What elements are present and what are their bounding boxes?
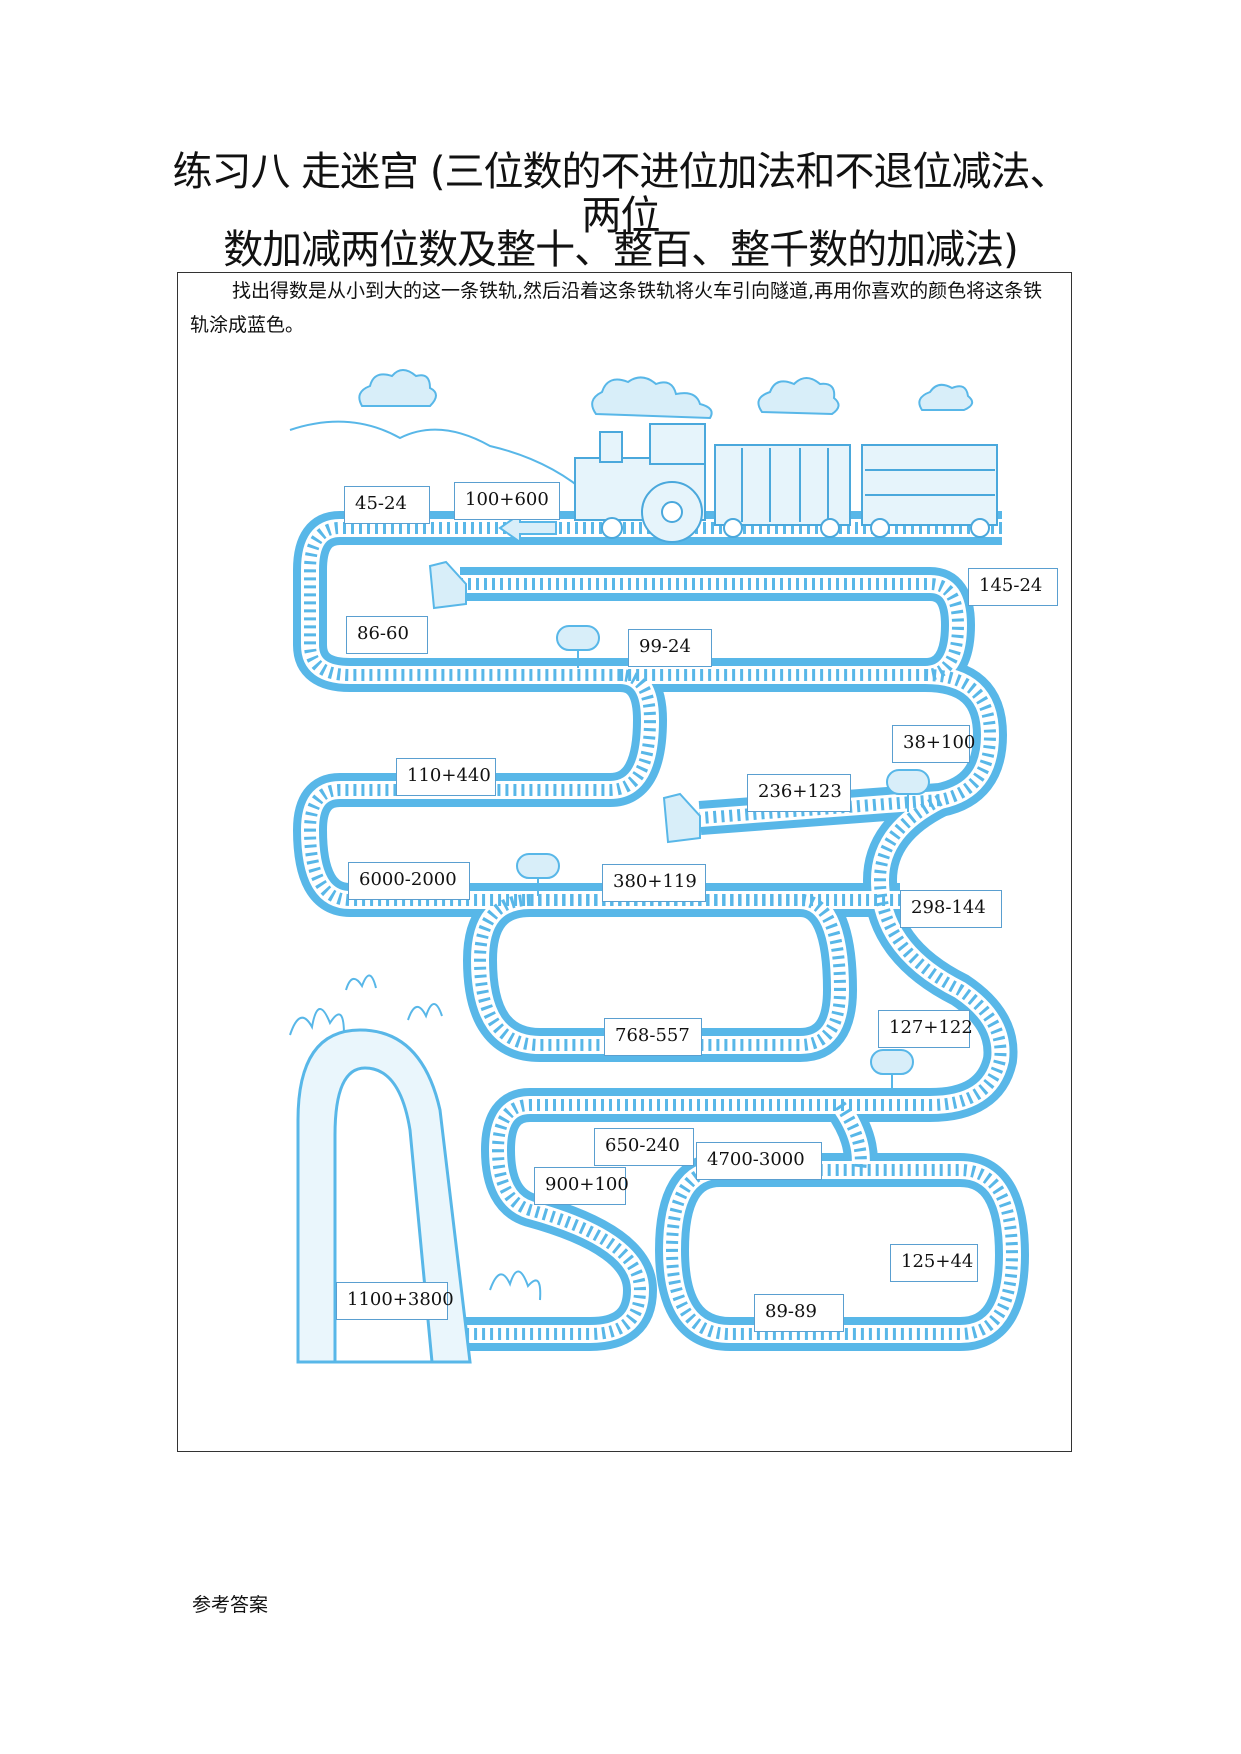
title-line-3: 数加减两位数及整十、整百、整千数的加减法) bbox=[223, 227, 1019, 273]
equation-label: 86-60 bbox=[346, 616, 428, 654]
instruction-text: 找出得数是从小到大的这一条铁轨,然后沿着这条铁轨将火车引向隧道,再用你喜欢的颜色… bbox=[190, 280, 1043, 336]
equation-label: 145-24 bbox=[968, 568, 1058, 606]
title-line-2: 两位 bbox=[581, 193, 661, 239]
answer-heading: 参考答案 bbox=[192, 1594, 269, 1616]
signal-icon bbox=[556, 625, 600, 668]
equation-label: 38+100 bbox=[892, 725, 975, 763]
equation-label: 380+119 bbox=[602, 864, 706, 902]
signal-icon bbox=[516, 853, 560, 896]
grass-icon bbox=[289, 974, 542, 1301]
track-segment bbox=[835, 1101, 867, 1171]
cloud-icon bbox=[757, 377, 974, 416]
track-segment bbox=[666, 1164, 1018, 1340]
track-segment bbox=[330, 794, 1007, 1340]
signal-icon bbox=[886, 769, 930, 812]
track-segment bbox=[301, 519, 1002, 909]
smoke-cloud-icon bbox=[591, 376, 713, 420]
title-line-1: 练习八 走迷宫 (三位数的不进位加法和不退位减法、 bbox=[172, 149, 1069, 195]
track-segment bbox=[460, 578, 964, 681]
equation-label: 45-24 bbox=[344, 486, 430, 524]
equation-label: 900+100 bbox=[534, 1167, 629, 1205]
equation-label: 298-144 bbox=[900, 890, 1002, 928]
equation-label: 650-240 bbox=[594, 1128, 694, 1166]
buffer-stop-icon bbox=[428, 560, 467, 610]
cloud-icon bbox=[358, 369, 437, 407]
equation-label: 110+440 bbox=[396, 758, 496, 796]
mountain bbox=[289, 420, 591, 497]
equation-label: 100+600 bbox=[454, 482, 560, 520]
equation-label: 1100+3800 bbox=[336, 1282, 454, 1320]
buffer-stop-icon bbox=[662, 792, 701, 844]
equation-label: 127+122 bbox=[878, 1010, 973, 1048]
equation-label: 6000-2000 bbox=[348, 862, 470, 900]
train-icon bbox=[574, 423, 998, 543]
equation-label: 125+44 bbox=[890, 1244, 978, 1282]
equation-label: 89-89 bbox=[754, 1294, 844, 1332]
exercise-frame bbox=[177, 272, 1072, 1452]
equation-label: 99-24 bbox=[628, 629, 712, 667]
signal-icon bbox=[870, 1049, 914, 1092]
equation-label: 768-557 bbox=[604, 1018, 702, 1056]
equation-label: 4700-3000 bbox=[696, 1142, 822, 1180]
track-segment bbox=[699, 669, 996, 824]
equation-label: 236+123 bbox=[747, 774, 851, 812]
